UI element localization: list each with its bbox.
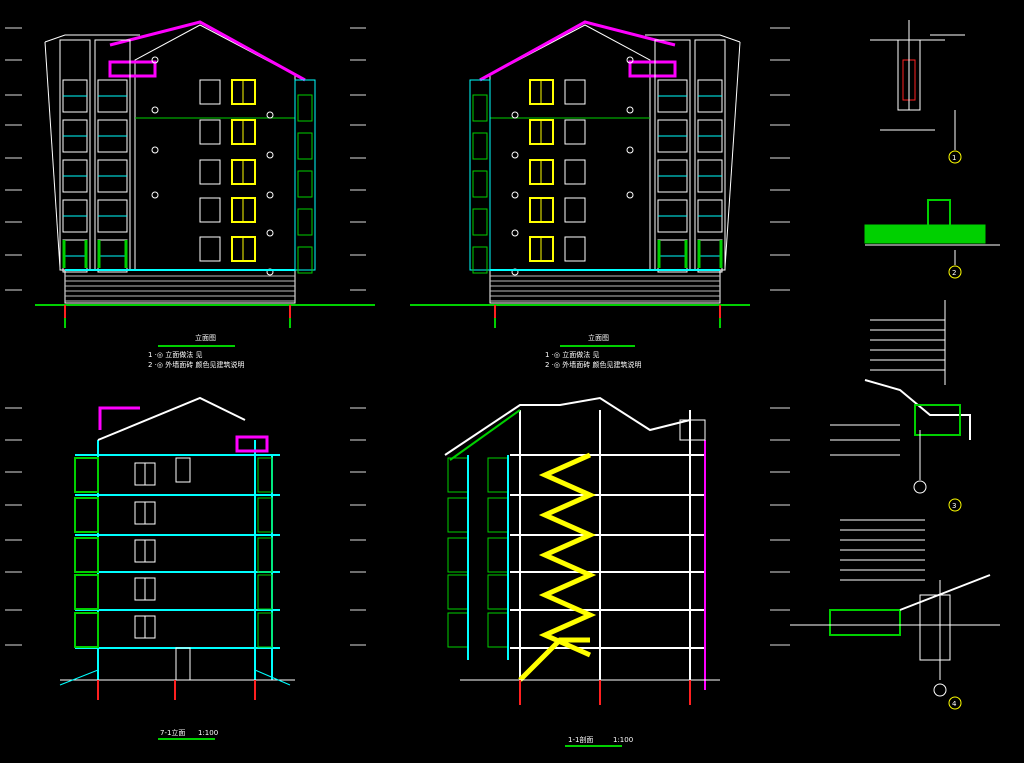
drawing-note: 2 ·◎ 外墙面砖 颜色见建筑说明 [148,360,244,369]
drawing-scale: 1:100 [613,736,633,744]
detail-marker-3: 3 [948,498,962,512]
drawing-title: 立面图 [588,333,609,342]
side-elevation [59,396,295,700]
svg-text:3: 3 [952,502,956,510]
detail-marker-2: 2 [948,265,962,279]
svg-text:2: 2 [952,269,956,277]
rear-elevation-title-block: 立面图 1 ·◎ 立面做法 见 2 ·◎ 外墙面砖 颜色见建筑说明 [545,333,641,369]
section-drawing [444,396,720,705]
detail-marker-1: 1 [948,150,962,164]
drawing-title: 1-1剖面 [568,735,593,744]
drawing-note: 2 ·◎ 外墙面砖 颜色见建筑说明 [545,360,641,369]
margin-ticks [5,27,790,646]
section-title-block: 1-1剖面 1:100 [565,735,633,747]
rear-elevation [410,20,750,328]
detail-marker-4: 4 [948,696,962,710]
svg-text:1: 1 [952,154,956,162]
front-elevation [35,20,375,328]
detail-column [790,20,1000,697]
drawing-note: 1 ·◎ 立面做法 见 [148,350,202,359]
side-elevation-title-block: 7-1立面 1:100 [158,728,218,740]
drawing-title: 7-1立面 [160,728,185,737]
drawing-scale: 1:100 [198,729,218,737]
front-elevation-title-block: 立面图 1 ·◎ 立面做法 见 2 ·◎ 外墙面砖 颜色见建筑说明 [148,333,244,369]
drawing-note: 1 ·◎ 立面做法 见 [545,350,599,359]
drawing-title: 立面图 [195,333,216,342]
svg-text:4: 4 [952,700,957,708]
